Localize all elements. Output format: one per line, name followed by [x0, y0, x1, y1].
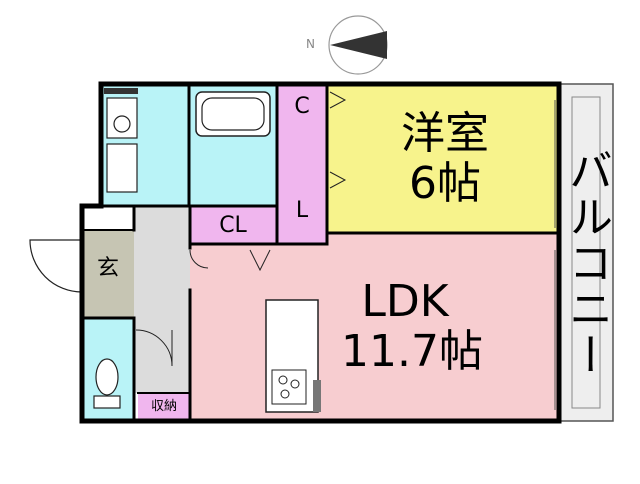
ldk-area — [190, 233, 559, 421]
compass-icon — [328, 15, 388, 75]
closet-top-label-c: C — [294, 94, 310, 119]
storage-area — [138, 393, 190, 421]
ldk-size: 11.7帖 — [341, 326, 483, 377]
closet-label: CL — [219, 213, 247, 238]
western-room-area — [327, 84, 559, 233]
closet-cl-area — [190, 207, 277, 244]
hallway-area — [134, 206, 190, 393]
storage-label: 収納 — [150, 399, 177, 414]
entrance-label: 玄 — [96, 256, 119, 281]
balcony-area — [558, 83, 614, 422]
ldk-name: LDK — [361, 276, 449, 327]
western-room-name: 洋室 — [401, 108, 489, 159]
closet-cl-top-area — [277, 84, 327, 244]
balcony-label: バルコニー — [561, 148, 612, 378]
compass-north-label: N — [306, 37, 315, 51]
western-room-size: 6帖 — [409, 158, 481, 209]
closet-top-label-l: L — [295, 198, 309, 223]
entrance-area — [82, 230, 134, 318]
